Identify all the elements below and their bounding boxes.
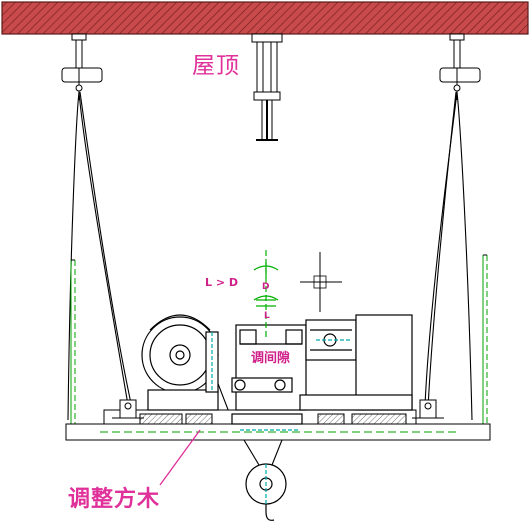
winch-drum <box>141 314 219 411</box>
d-label: D <box>262 282 270 292</box>
left-shackle <box>112 399 144 419</box>
right-rail <box>482 254 488 430</box>
crosshair <box>300 252 342 312</box>
dimension-marker <box>253 250 279 340</box>
adjust-timber-label: 调整方木 <box>68 487 161 512</box>
roof-strut <box>251 33 283 141</box>
roof-slab <box>1 1 529 35</box>
hook-block <box>245 463 287 521</box>
l-gt-d-label: L > D <box>205 276 239 289</box>
gear-frame <box>231 324 307 431</box>
left-hanger <box>61 33 103 100</box>
left-rail <box>70 259 76 430</box>
right-hanger <box>439 33 481 100</box>
roof-label: 屋顶 <box>192 53 240 79</box>
adjust-gap-label: 调间隙 <box>251 351 291 366</box>
right-shackle <box>412 399 444 419</box>
motor <box>299 314 413 411</box>
l-label: L <box>264 311 270 321</box>
timber-pointer <box>159 429 201 486</box>
